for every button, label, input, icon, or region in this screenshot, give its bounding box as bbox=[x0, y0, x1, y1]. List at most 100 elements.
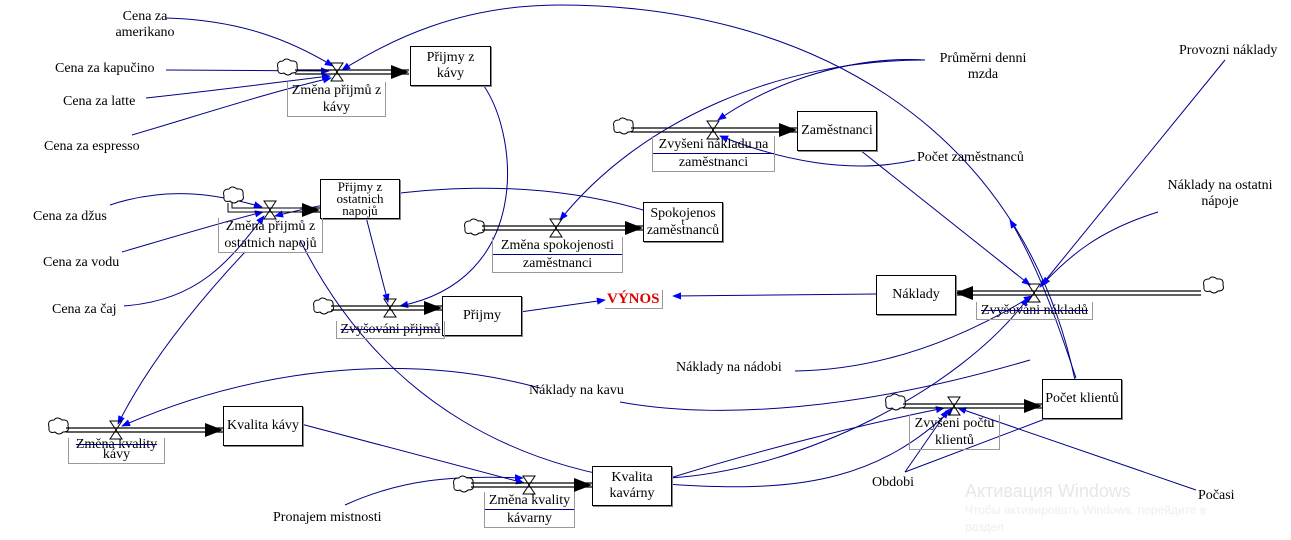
link-latte[interactable] bbox=[145, 73, 331, 99]
link-kapucino[interactable] bbox=[165, 67, 330, 75]
aux-pronajem[interactable]: Pronajem mistnosti bbox=[273, 510, 382, 525]
aux-naklady-kavu[interactable]: Náklady na kavu bbox=[529, 383, 624, 398]
link-mzda-zam[interactable] bbox=[717, 59, 926, 121]
link-ostatni-naklady[interactable] bbox=[1041, 211, 1159, 286]
activation-watermark-text-2: раздел bbox=[965, 520, 1004, 534]
link-pocasi-klienti[interactable] bbox=[957, 407, 1197, 491]
activation-watermark-text: Чтобы активировать Windows, перейдите в bbox=[965, 503, 1207, 517]
source-cloud bbox=[313, 297, 334, 315]
link-obdobi-kavarny[interactable] bbox=[904, 418, 1046, 473]
link-caj[interactable] bbox=[123, 215, 265, 307]
flow-arrowhead bbox=[302, 203, 320, 217]
flow-pipe-prijmy-ostatnich[interactable] bbox=[300, 203, 320, 217]
output-vynos[interactable]: VÝNOS bbox=[605, 290, 663, 309]
link-prijmy-kavy-prijmy[interactable] bbox=[399, 85, 509, 308]
link-kavarny-klienti[interactable] bbox=[669, 406, 945, 479]
aux-provozni-naklady[interactable]: Provozni náklady bbox=[1179, 43, 1278, 58]
stock-line: napojů bbox=[342, 203, 378, 218]
link-mzda-spokojenost[interactable] bbox=[559, 59, 926, 221]
aux-obdobi[interactable]: Obdobi bbox=[872, 475, 914, 490]
stock-zamestnanci[interactable]: Zaměstnanci bbox=[797, 111, 877, 151]
aux-line: amerikano bbox=[115, 25, 175, 40]
link-ostatni-prijmy[interactable] bbox=[365, 216, 390, 303]
link-kvalita-kavarny-naklady[interactable] bbox=[669, 297, 1029, 479]
stock-naklady[interactable]: Náklady bbox=[876, 275, 956, 315]
link-naklady-vynos[interactable] bbox=[672, 292, 877, 300]
aux-pocet-zamestnancu[interactable]: Počet zaměstnanců bbox=[917, 150, 1024, 165]
link-prijmy-ostatni-kvalita[interactable] bbox=[117, 251, 246, 425]
link-pocet-zam-zam[interactable] bbox=[719, 135, 916, 167]
aux-naklady-ostatni[interactable]: Náklady na ostatni nápoje bbox=[1160, 178, 1280, 210]
flow-pipe-prijmy-kavy[interactable] bbox=[295, 65, 409, 79]
link-espresso[interactable] bbox=[131, 76, 332, 136]
flow-pipe-spokojenost[interactable] bbox=[482, 221, 643, 235]
valve-icon[interactable] bbox=[522, 475, 536, 495]
stock-line: Kvalita bbox=[611, 470, 653, 485]
link-nadobi-kava[interactable] bbox=[619, 359, 1031, 411]
flow-pipe-kvalita-kavarny[interactable] bbox=[471, 478, 592, 492]
aux-cena-vodu[interactable]: Cena za vodu bbox=[43, 255, 120, 270]
flow-line: Zvyšeni nákladu na bbox=[653, 136, 774, 154]
flow-zvysovani-prijmu[interactable]: Zvyšováni přijmů bbox=[336, 321, 445, 339]
flow-arrowhead bbox=[205, 423, 223, 437]
stock-prijmy[interactable]: Přijmy bbox=[442, 296, 522, 336]
link-provozni-naklady[interactable] bbox=[1039, 59, 1226, 288]
valve-icon[interactable] bbox=[109, 420, 123, 440]
link-vodu[interactable] bbox=[121, 210, 264, 253]
flow-pipe-prijmy[interactable] bbox=[331, 301, 442, 315]
valve-icon[interactable] bbox=[330, 62, 344, 82]
aux-cena-caj[interactable]: Cena za čaj bbox=[52, 302, 117, 317]
flow-pipe-kvalita-kavy[interactable] bbox=[66, 423, 223, 437]
link-kvalita-kavy-kavarny[interactable] bbox=[300, 423, 525, 485]
valve-icon[interactable] bbox=[947, 396, 961, 416]
valve-icon[interactable] bbox=[549, 218, 563, 238]
link-kava-kvalita[interactable] bbox=[121, 368, 541, 427]
aux-cena-kapucino[interactable]: Cena za kapučino bbox=[55, 61, 155, 76]
link-klienti-prijmy-kavy[interactable] bbox=[341, 4, 1076, 381]
link-dzus[interactable] bbox=[109, 193, 263, 209]
link-prijmy-vynos[interactable] bbox=[519, 297, 606, 313]
flow-pipe-pocet-klientu[interactable] bbox=[903, 399, 1042, 413]
link-zam-naklady[interactable] bbox=[859, 149, 1031, 286]
flow-arrowhead bbox=[625, 221, 643, 235]
link-amerikano[interactable] bbox=[165, 17, 334, 67]
valve-icon[interactable] bbox=[1027, 283, 1041, 303]
flow-line: zaměstnanci bbox=[522, 256, 593, 271]
stock-kvalita-kavy[interactable]: Kvalita kávy bbox=[223, 406, 303, 446]
aux-cena-amerikano[interactable]: Cena za amerikano bbox=[100, 9, 190, 41]
link-pronajem-kavarny[interactable] bbox=[344, 474, 524, 506]
aux-cena-latte[interactable]: Cena za latte bbox=[63, 94, 136, 109]
flow-pipe-naklady[interactable] bbox=[955, 286, 1201, 300]
aux-pocasi[interactable]: Počasi bbox=[1198, 488, 1235, 503]
source-cloud bbox=[613, 117, 634, 135]
link-nadobi-naklady[interactable] bbox=[794, 295, 1033, 372]
flow-zvysovani-nakladu[interactable]: Zvyšováni nákladů bbox=[976, 302, 1093, 320]
flow-line: Změna kvality bbox=[485, 492, 574, 510]
aux-naklady-nadobi[interactable]: Náklady na nádobi bbox=[676, 360, 782, 375]
aux-prumerni-mzda[interactable]: Průměrni denni mzda bbox=[928, 51, 1038, 83]
aux-cena-espresso[interactable]: Cena za espresso bbox=[44, 139, 140, 154]
source-cloud bbox=[48, 417, 69, 435]
aux-cena-dzus[interactable]: Cena za džus bbox=[33, 209, 107, 224]
link-obdobi-klienti[interactable] bbox=[904, 409, 949, 473]
flow-line: Změna přijmů z bbox=[225, 219, 316, 234]
valve-icon[interactable] bbox=[383, 298, 397, 318]
valve-icon[interactable] bbox=[263, 200, 277, 220]
valve-icon[interactable] bbox=[706, 120, 720, 140]
flow-arrowhead bbox=[391, 65, 409, 79]
link-klienti-naklady-up[interactable] bbox=[1009, 219, 1077, 379]
stock-line: Přijmy z bbox=[426, 50, 475, 65]
stock-pocet-klientu[interactable]: Počet klientů bbox=[1042, 379, 1122, 419]
flow-line: kávarny bbox=[506, 511, 553, 526]
